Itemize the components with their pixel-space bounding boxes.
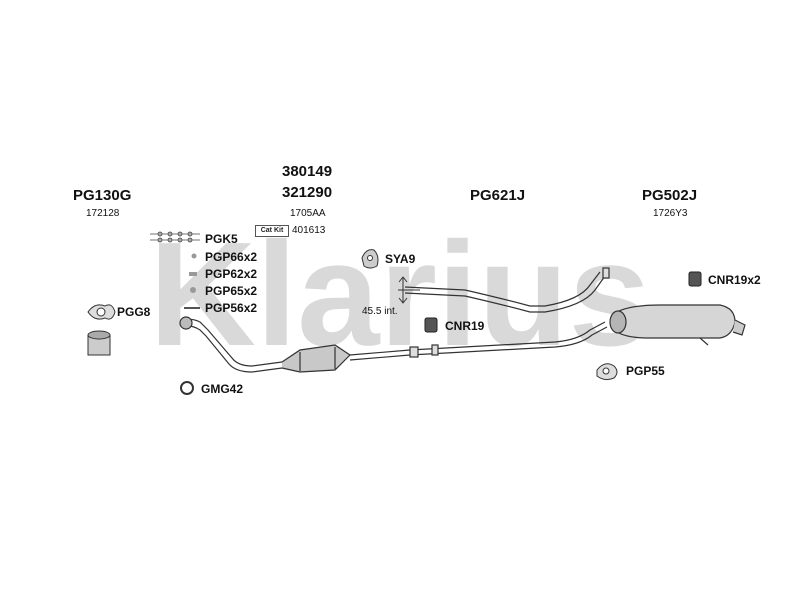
cnr19-rubber-icon bbox=[424, 317, 438, 333]
pgk5-label: PGK5 bbox=[205, 232, 238, 246]
rear-silencer bbox=[609, 304, 746, 346]
pg130g-code: PG130G bbox=[73, 187, 132, 204]
front-pipe-with-catalyst bbox=[179, 316, 411, 373]
pgp55-clamp-icon bbox=[596, 363, 618, 381]
pg621j-code: PG621J bbox=[470, 187, 526, 204]
pgp65-label: PGP65x2 bbox=[205, 284, 258, 298]
cat-kit-label: Cat Kit bbox=[255, 225, 289, 237]
sya9-label: SYA9 bbox=[385, 252, 416, 266]
upper-pipe bbox=[404, 267, 610, 313]
center-code-a: 380149 bbox=[282, 163, 333, 180]
pgg8-label: PGG8 bbox=[117, 305, 151, 319]
mounting-bracket-icon bbox=[87, 330, 111, 356]
cat-kit-code: 401613 bbox=[292, 225, 326, 236]
pg502j-sub: 1726Y3 bbox=[653, 208, 688, 219]
gmg42-label: GMG42 bbox=[201, 382, 244, 396]
measure-label: 45.5 int. bbox=[362, 306, 398, 317]
pgp66-nut-icon bbox=[191, 253, 197, 259]
pg130g-sub: 172128 bbox=[86, 208, 120, 219]
pgp62-label: PGP62x2 bbox=[205, 267, 258, 281]
sya9-clamp-icon bbox=[361, 249, 379, 269]
pgp62-nut-icon bbox=[189, 272, 197, 276]
pgk5-bolts-icon bbox=[150, 231, 200, 243]
watermark-text: Klarius bbox=[149, 212, 651, 377]
pgp56-label: PGP56x2 bbox=[205, 301, 258, 315]
pgp65-nut-icon bbox=[190, 287, 196, 293]
pg502j-code: PG502J bbox=[642, 187, 698, 204]
middle-pipe bbox=[409, 321, 608, 358]
cnr19x2-rubber-icon bbox=[688, 271, 702, 287]
pgg8-gasket-icon bbox=[87, 304, 116, 320]
measure-arrow bbox=[398, 276, 420, 304]
pgp55-label: PGP55 bbox=[626, 364, 665, 378]
gmg42-ring-icon bbox=[180, 381, 194, 395]
cnr19-label: CNR19 bbox=[445, 319, 485, 333]
center-code-b: 321290 bbox=[282, 184, 333, 201]
center-sub: 1705AA bbox=[290, 208, 326, 219]
cnr19x2-label: CNR19x2 bbox=[708, 273, 761, 287]
pgp66-label: PGP66x2 bbox=[205, 250, 258, 264]
